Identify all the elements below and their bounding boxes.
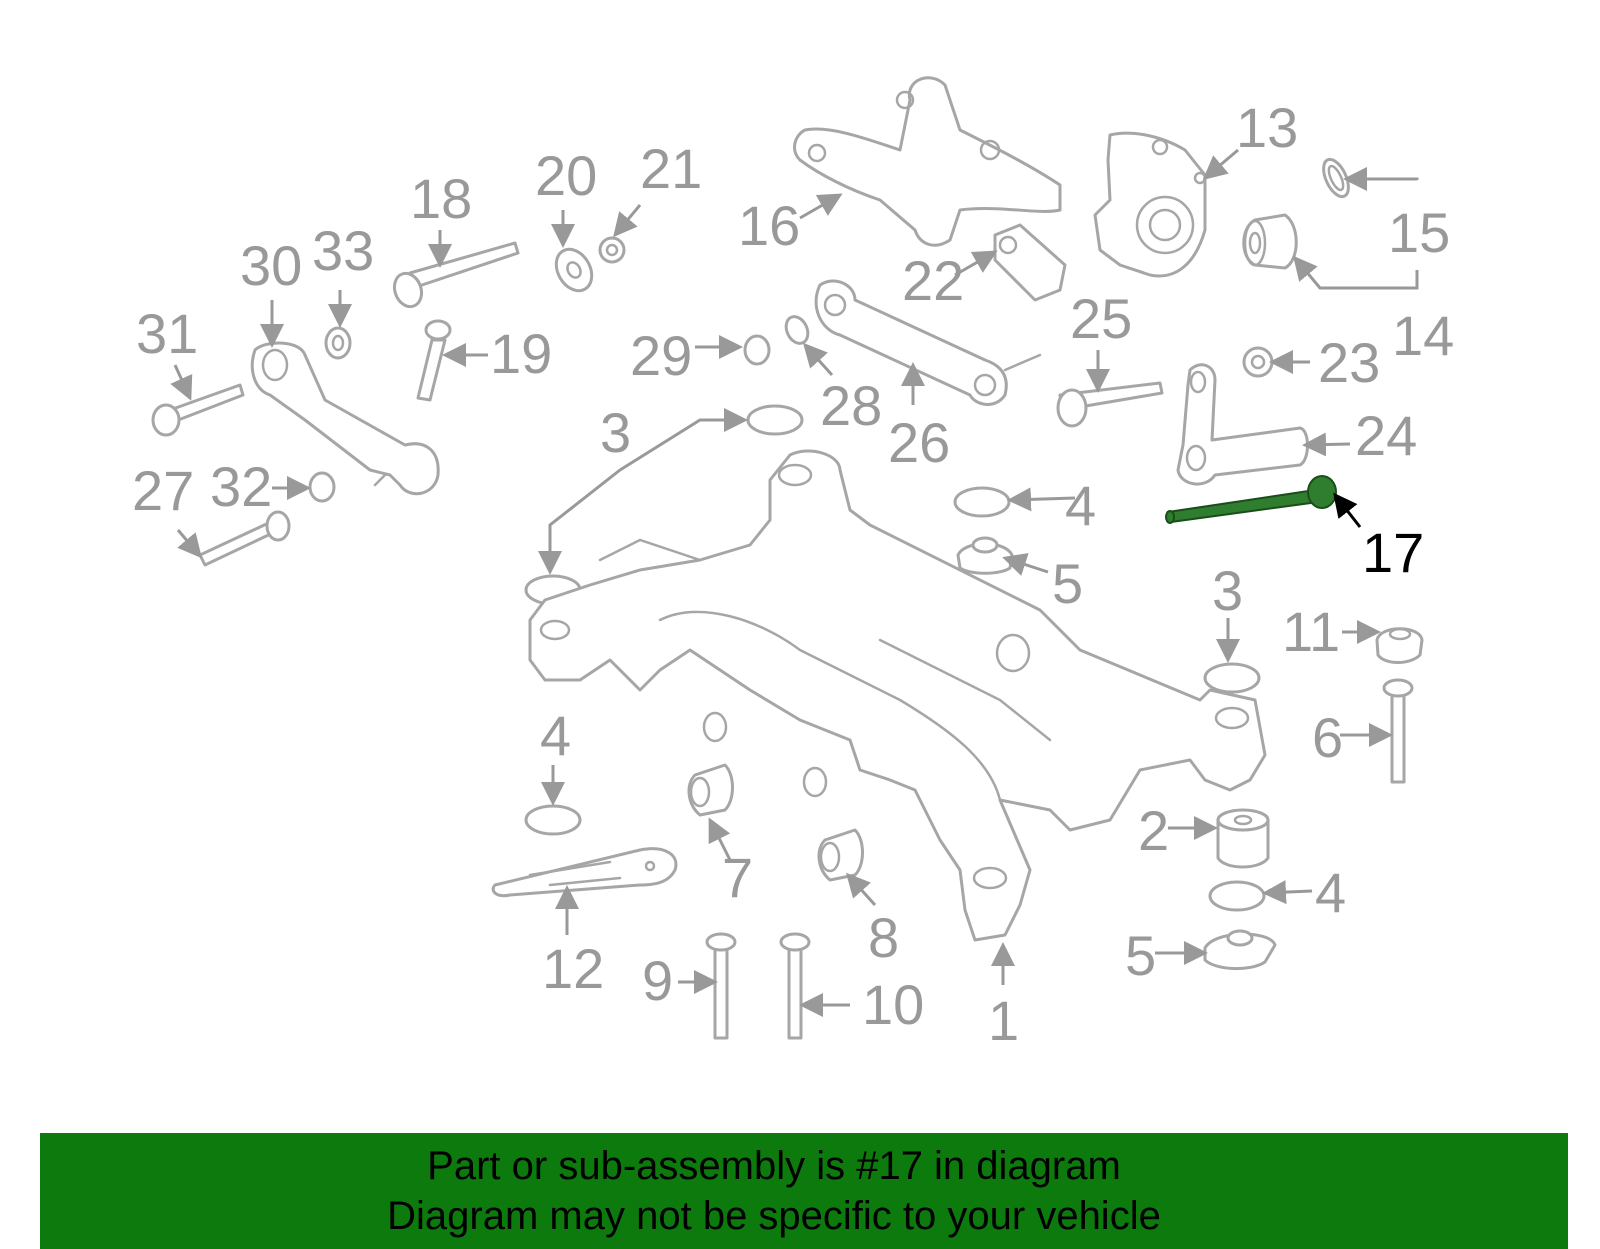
banner-line-2: Diagram may not be specific to your vehi… (387, 1194, 1161, 1238)
callout-22: 22 (902, 249, 964, 312)
callout-25: 25 (1070, 287, 1132, 350)
callout-24: 24 (1355, 404, 1417, 467)
callout-14: 14 (1392, 304, 1454, 367)
callout-11: 11 (1282, 600, 1340, 663)
banner-line-1: Part or sub-assembly is #17 in diagram (427, 1144, 1121, 1188)
part-14-bushing (1242, 213, 1298, 270)
part-22-bracket (993, 223, 1067, 302)
part-9-bolt (705, 932, 737, 1040)
part-17-bolt-highlighted (1165, 475, 1337, 524)
part-11-nut (1375, 627, 1424, 664)
callout-27: 27 (132, 459, 194, 522)
part-7-bushing (687, 763, 734, 817)
callout-19: 19 (490, 322, 552, 385)
callout-28: 28 (820, 374, 882, 437)
callout-20: 20 (535, 144, 597, 207)
callout-8: 8 (868, 906, 899, 969)
info-banner: Part or sub-assembly is #17 in diagram D… (40, 1133, 1568, 1249)
part-4-ring-left (524, 804, 582, 836)
part-12-shield (491, 847, 678, 898)
part-10-bolt (779, 932, 811, 1040)
callout-21: 21 (640, 137, 702, 200)
part-1-subframe (528, 449, 1267, 942)
callout-1: 1 (988, 989, 1019, 1052)
callout-30: 30 (240, 234, 302, 297)
part-27-bolt (198, 510, 291, 567)
part-21-nut (598, 236, 626, 264)
part-8-bushing (817, 828, 864, 882)
part-5-mount-lower (1203, 929, 1277, 971)
callout-9: 9 (642, 949, 673, 1012)
part-32-bushing (308, 471, 336, 503)
part-4-ring-upper (953, 486, 1011, 518)
part-18-bolt (392, 241, 520, 309)
callout-4: 4 (1315, 861, 1346, 924)
callout-7: 7 (722, 846, 753, 909)
part-3-ring-upper (746, 404, 804, 436)
callout-13: 13 (1236, 96, 1298, 159)
part-24-link (1176, 363, 1309, 486)
part-28-ring (784, 315, 810, 345)
part-15-ring (1322, 157, 1350, 199)
callout-10: 10 (862, 973, 924, 1036)
part-30-control-arm (250, 341, 440, 496)
callout-29: 29 (630, 324, 692, 387)
callout-3: 3 (1212, 559, 1243, 622)
callout-17-highlighted: 17 (1362, 521, 1424, 584)
callout-4: 4 (540, 704, 571, 767)
part-3-ring-right (1203, 662, 1261, 694)
part-2-bushing (1216, 808, 1270, 869)
part-19-bolt (416, 319, 452, 402)
callout-18: 18 (410, 167, 472, 230)
part-16-control-arm (793, 76, 1062, 247)
callout-26: 26 (888, 411, 950, 474)
callout-3: 3 (600, 401, 631, 464)
callout-2: 2 (1138, 799, 1169, 862)
callout-6: 6 (1312, 706, 1343, 769)
callout-12: 12 (542, 937, 604, 1000)
callout-15: 15 (1388, 201, 1450, 264)
part-4-ring-right (1208, 880, 1266, 912)
callout-32: 32 (210, 455, 272, 518)
callout-31: 31 (136, 302, 198, 365)
callout-5: 5 (1125, 924, 1156, 987)
callout-4: 4 (1065, 474, 1096, 537)
callout-labels: 1 2 3 3 4 4 4 5 5 6 7 8 9 10 11 12 13 14… (132, 96, 1454, 1052)
part-33-bushing (324, 326, 352, 360)
callout-33: 33 (312, 219, 374, 282)
part-13-knuckle (1093, 131, 1207, 278)
leader-lines (170, 148, 1419, 1017)
part-5-mount-upper (956, 536, 1014, 575)
callout-16: 16 (738, 194, 800, 257)
part-23-nut (1242, 346, 1274, 378)
part-31-bolt (151, 383, 245, 437)
part-26-control-arm (814, 279, 1042, 406)
part-6-bolt (1382, 678, 1414, 784)
part-20-washer (554, 247, 594, 293)
part-25-bolt (1056, 381, 1164, 428)
callout-23: 23 (1318, 331, 1380, 394)
callout-5: 5 (1052, 552, 1083, 615)
part-29-cap (743, 334, 771, 366)
